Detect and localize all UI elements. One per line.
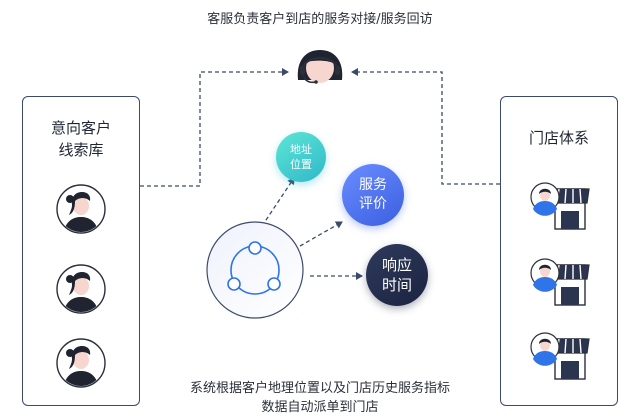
top-caption: 客服负责客户到店的服务对接/服务回访 [207,12,433,27]
address-bubble-line1: 地址 [290,143,312,156]
store-staff-icon [530,258,590,306]
hub-to-address-connector [261,177,295,227]
store-staff-icon [530,332,590,380]
right-to-agent-connector [351,68,500,185]
bottom-caption-line2: 数据自动派单到门店 [261,400,379,415]
lead-pool-title-line1: 意向客户 [50,119,111,137]
share-network-icon [206,221,304,319]
hub-to-review-connector [299,221,343,247]
response-time-bubble: 响应 时间 [366,244,428,306]
bottom-caption: 系统根据客户地理位置以及门店历史服务指标 数据自动派单到门店 [120,379,520,417]
address-bubble-line2: 位置 [290,158,312,171]
bottom-caption-line1: 系统根据客户地理位置以及门店历史服务指标 [189,381,450,396]
lead-pool-title-line2: 线索库 [58,141,104,159]
review-bubble-line1: 服务 [359,177,387,193]
customer-avatar-icon [56,264,106,314]
lead-pool-title: 意向客户 线索库 [23,117,139,161]
store-system-panel: 门店体系 [500,96,618,406]
lead-pool-panel: 意向客户 线索库 [22,96,140,406]
store-system-title: 门店体系 [528,129,589,147]
left-to-agent-connector [140,68,289,187]
review-bubble-line2: 评价 [359,196,387,212]
customer-service-headset-icon [297,50,343,84]
customer-avatar-icon [56,184,106,234]
service-review-bubble: 服务 评价 [342,164,404,226]
customer-avatar-icon [56,338,106,388]
store-staff-icon [530,182,590,230]
response-bubble-line2: 时间 [381,276,412,294]
address-location-bubble: 地址 位置 [276,132,326,182]
response-bubble-line1: 响应 [381,256,412,274]
